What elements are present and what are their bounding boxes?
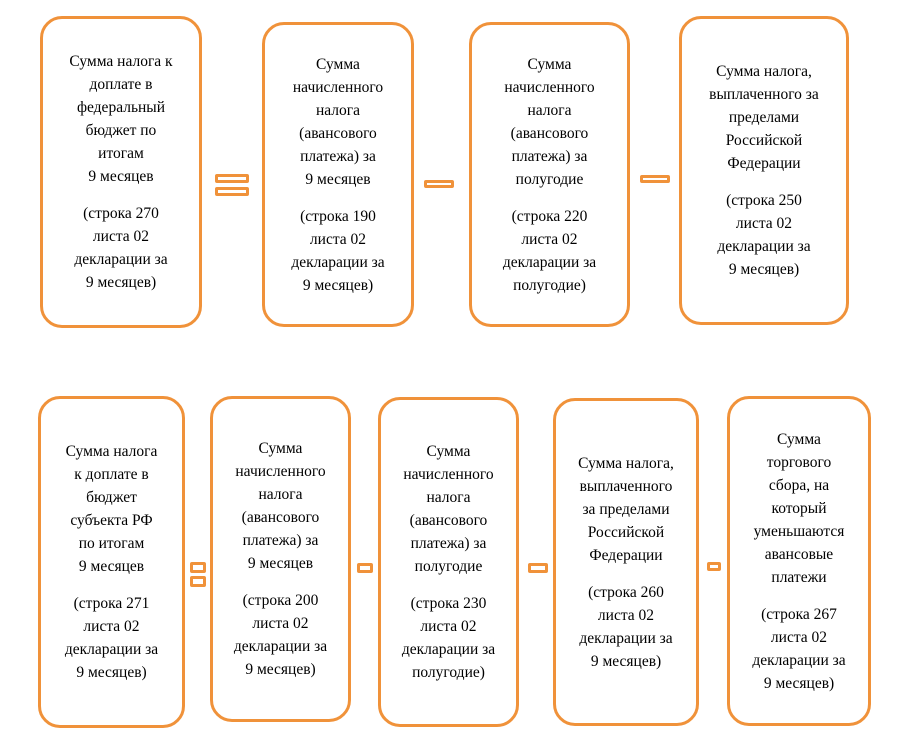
equals-sign-top xyxy=(215,174,249,183)
box-trade-fee-text: Сумма торгового сбора, на который уменьш… xyxy=(753,430,845,586)
box-foreign-paid-regional: Сумма налога, выплаченного за пределами … xyxy=(553,398,699,726)
minus-sign xyxy=(424,180,454,188)
box-foreign-paid-federal-ref: (строка 250 листа 02 декларации за 9 мес… xyxy=(717,192,811,278)
box-accrued-half-regional-ref: (строка 230 листа 02 декларации за полуг… xyxy=(401,595,496,681)
box-accrued-half-federal-text: Сумма начисленного налога (авансового пл… xyxy=(504,55,595,188)
box-regional-total-ref: (строка 271 листа 02 декларации за 9 мес… xyxy=(64,595,159,681)
box-foreign-paid-regional-ref: (строка 260 листа 02 декларации за 9 мес… xyxy=(579,583,673,670)
box-foreign-paid-regional-text: Сумма налога, выплаченного за пределами … xyxy=(578,454,674,564)
box-federal-total-text: Сумма налога к доплате в федеральный бюд… xyxy=(69,53,173,185)
box-accrued-9m-regional: Сумма начисленного налога (авансового пл… xyxy=(210,396,351,722)
equals-sign-bottom xyxy=(215,187,249,196)
minus-sign xyxy=(357,563,373,573)
box-accrued-half-regional-text: Сумма начисленного налога (авансового пл… xyxy=(403,443,494,575)
box-accrued-9m-federal: Сумма начисленного налога (авансового пл… xyxy=(262,22,414,327)
minus-sign xyxy=(640,175,670,183)
box-accrued-half-federal-ref: (строка 220 листа 02 декларации за полуг… xyxy=(502,207,597,294)
box-accrued-9m-federal-ref: (строка 190 листа 02 декларации за 9 мес… xyxy=(291,207,385,294)
box-trade-fee: Сумма торгового сбора, на который уменьш… xyxy=(727,396,871,726)
equals-sign-top xyxy=(190,562,206,573)
box-accrued-9m-federal-text: Сумма начисленного налога (авансового пл… xyxy=(292,55,384,188)
box-accrued-half-regional: Сумма начисленного налога (авансового пл… xyxy=(378,397,519,727)
box-foreign-paid-federal-text: Сумма налога, выплаченного за пределами … xyxy=(709,63,819,172)
box-foreign-paid-federal: Сумма налога, выплаченного за пределами … xyxy=(679,16,849,325)
box-accrued-9m-regional-ref: (строка 200 листа 02 декларации за 9 мес… xyxy=(233,592,328,678)
box-trade-fee-ref: (строка 267 листа 02 декларации за 9 мес… xyxy=(752,605,846,692)
box-federal-total: Сумма налога к доплате в федеральный бюд… xyxy=(40,16,202,328)
box-accrued-half-federal: Сумма начисленного налога (авансового пл… xyxy=(469,22,630,327)
minus-sign xyxy=(707,562,721,571)
box-regional-total: Сумма налога к доплате в бюджет субъекта… xyxy=(38,396,185,728)
box-federal-total-ref: (строка 270 листа 02 декларации за 9 мес… xyxy=(74,205,168,291)
box-regional-total-text: Сумма налога к доплате в бюджет субъекта… xyxy=(65,443,158,575)
box-accrued-9m-regional-text: Сумма начисленного налога (авансового пл… xyxy=(235,440,326,572)
equals-sign-bottom xyxy=(190,576,206,587)
minus-sign xyxy=(528,563,548,573)
